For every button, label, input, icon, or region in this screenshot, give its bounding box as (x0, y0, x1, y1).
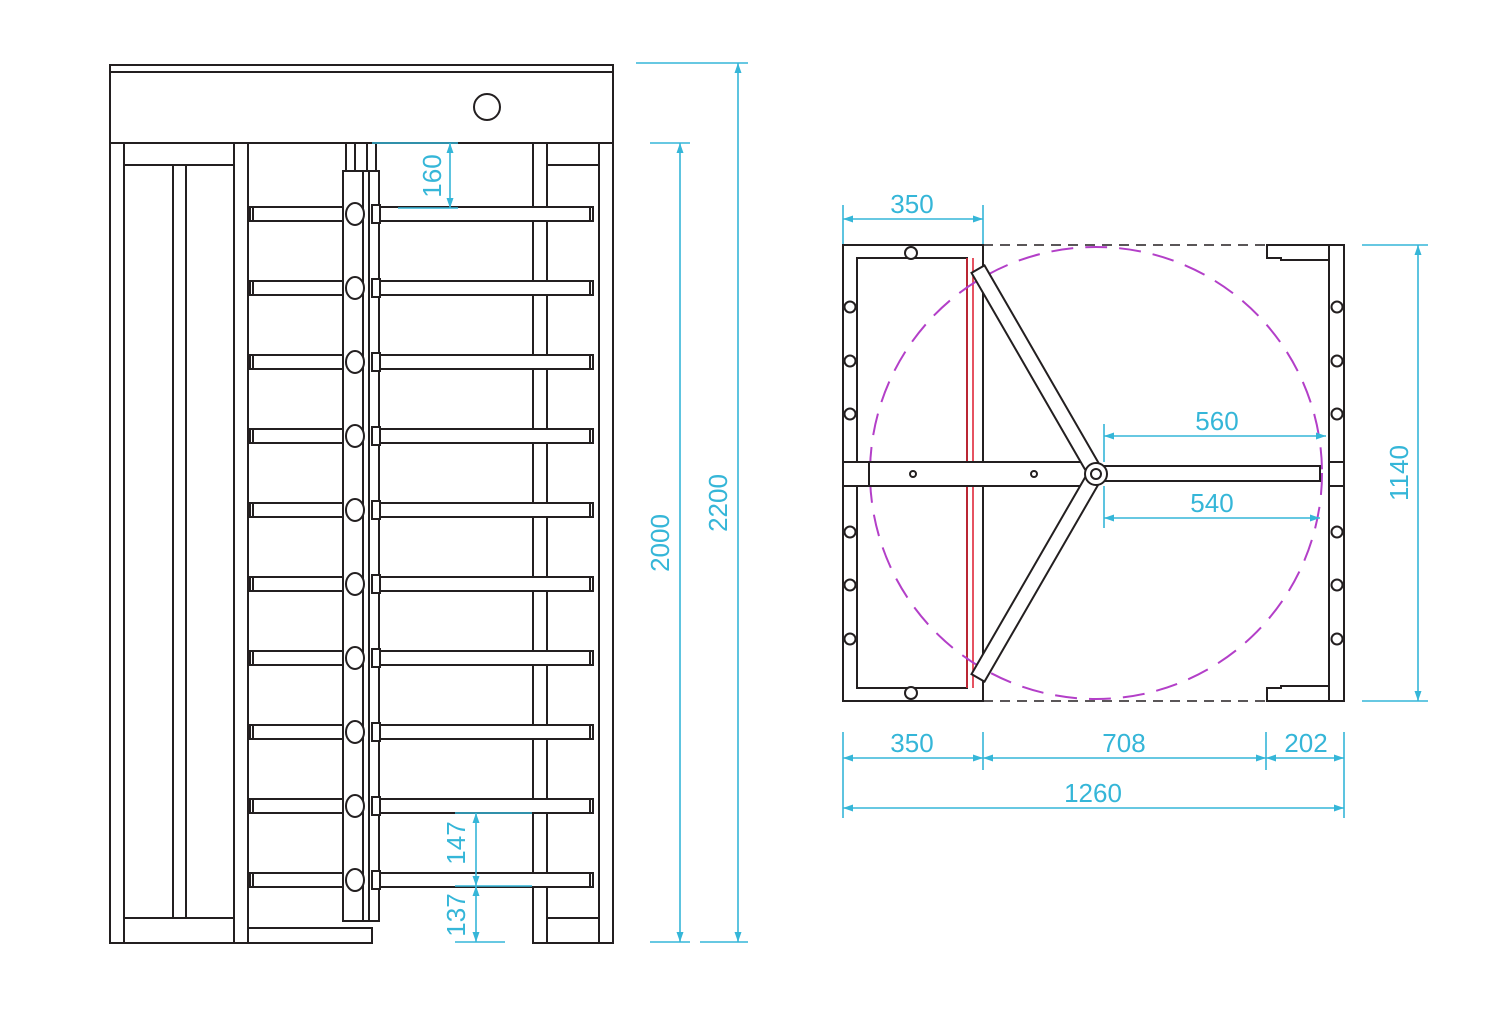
left-fixed-panel (109, 142, 235, 944)
dim-body-height: 2000 (645, 514, 675, 572)
top-canopy (109, 64, 614, 144)
turnstile-arms (249, 202, 594, 892)
turnstile-arm (249, 868, 594, 892)
dim-arm-outer: 560 (1195, 406, 1238, 436)
dim-depth: 1140 (1384, 445, 1414, 501)
dim-right-section: 202 (1284, 728, 1327, 758)
rotor-arms-plan (868, 264, 1321, 683)
dim-top-left-width: 350 (890, 189, 933, 219)
arm-upper (970, 264, 1104, 479)
turnstile-arm (249, 572, 594, 596)
turnstile-arm (249, 202, 594, 226)
front-view: 160 147 137 2000 2200 (109, 62, 748, 944)
plan-view: 350 560 540 1140 350 708 202 (842, 189, 1428, 818)
dim-top-gap: 160 (417, 154, 447, 197)
dim-arm-spacing: 147 (441, 821, 471, 864)
turnstile-arm (249, 794, 594, 818)
arm-horizontal (1095, 465, 1321, 482)
dim-total-width: 1260 (1064, 778, 1122, 808)
right-fixed-panel (532, 142, 614, 944)
turnstile-arm (249, 276, 594, 300)
arm-lower (970, 468, 1104, 683)
turnstile-arm (249, 350, 594, 374)
front-dimensions: 160 147 137 2000 2200 (372, 62, 748, 943)
mount-bar (868, 461, 1097, 487)
right-housing (1266, 244, 1345, 702)
turnstile-arm (249, 498, 594, 522)
dim-arm-inner: 540 (1190, 488, 1233, 518)
plan-dimensions: 350 560 540 1140 350 708 202 (842, 189, 1428, 818)
turnstile-arm (249, 646, 594, 670)
dim-total-height: 2200 (703, 474, 733, 532)
left-post (233, 142, 249, 944)
rotor-hub (1084, 462, 1108, 486)
rotation-sweep-circle (869, 246, 1323, 700)
rotor-hub-inner (1090, 468, 1102, 480)
dim-passage: 708 (1102, 728, 1145, 758)
dim-left-section: 350 (890, 728, 933, 758)
indicator-light (473, 93, 501, 121)
bolt-hole (1030, 470, 1038, 478)
bolt-hole (909, 470, 917, 478)
turnstile-arm (249, 424, 594, 448)
dim-bottom-gap: 137 (441, 893, 471, 936)
turnstile-arm (249, 720, 594, 744)
rotor-shaft (247, 142, 380, 944)
